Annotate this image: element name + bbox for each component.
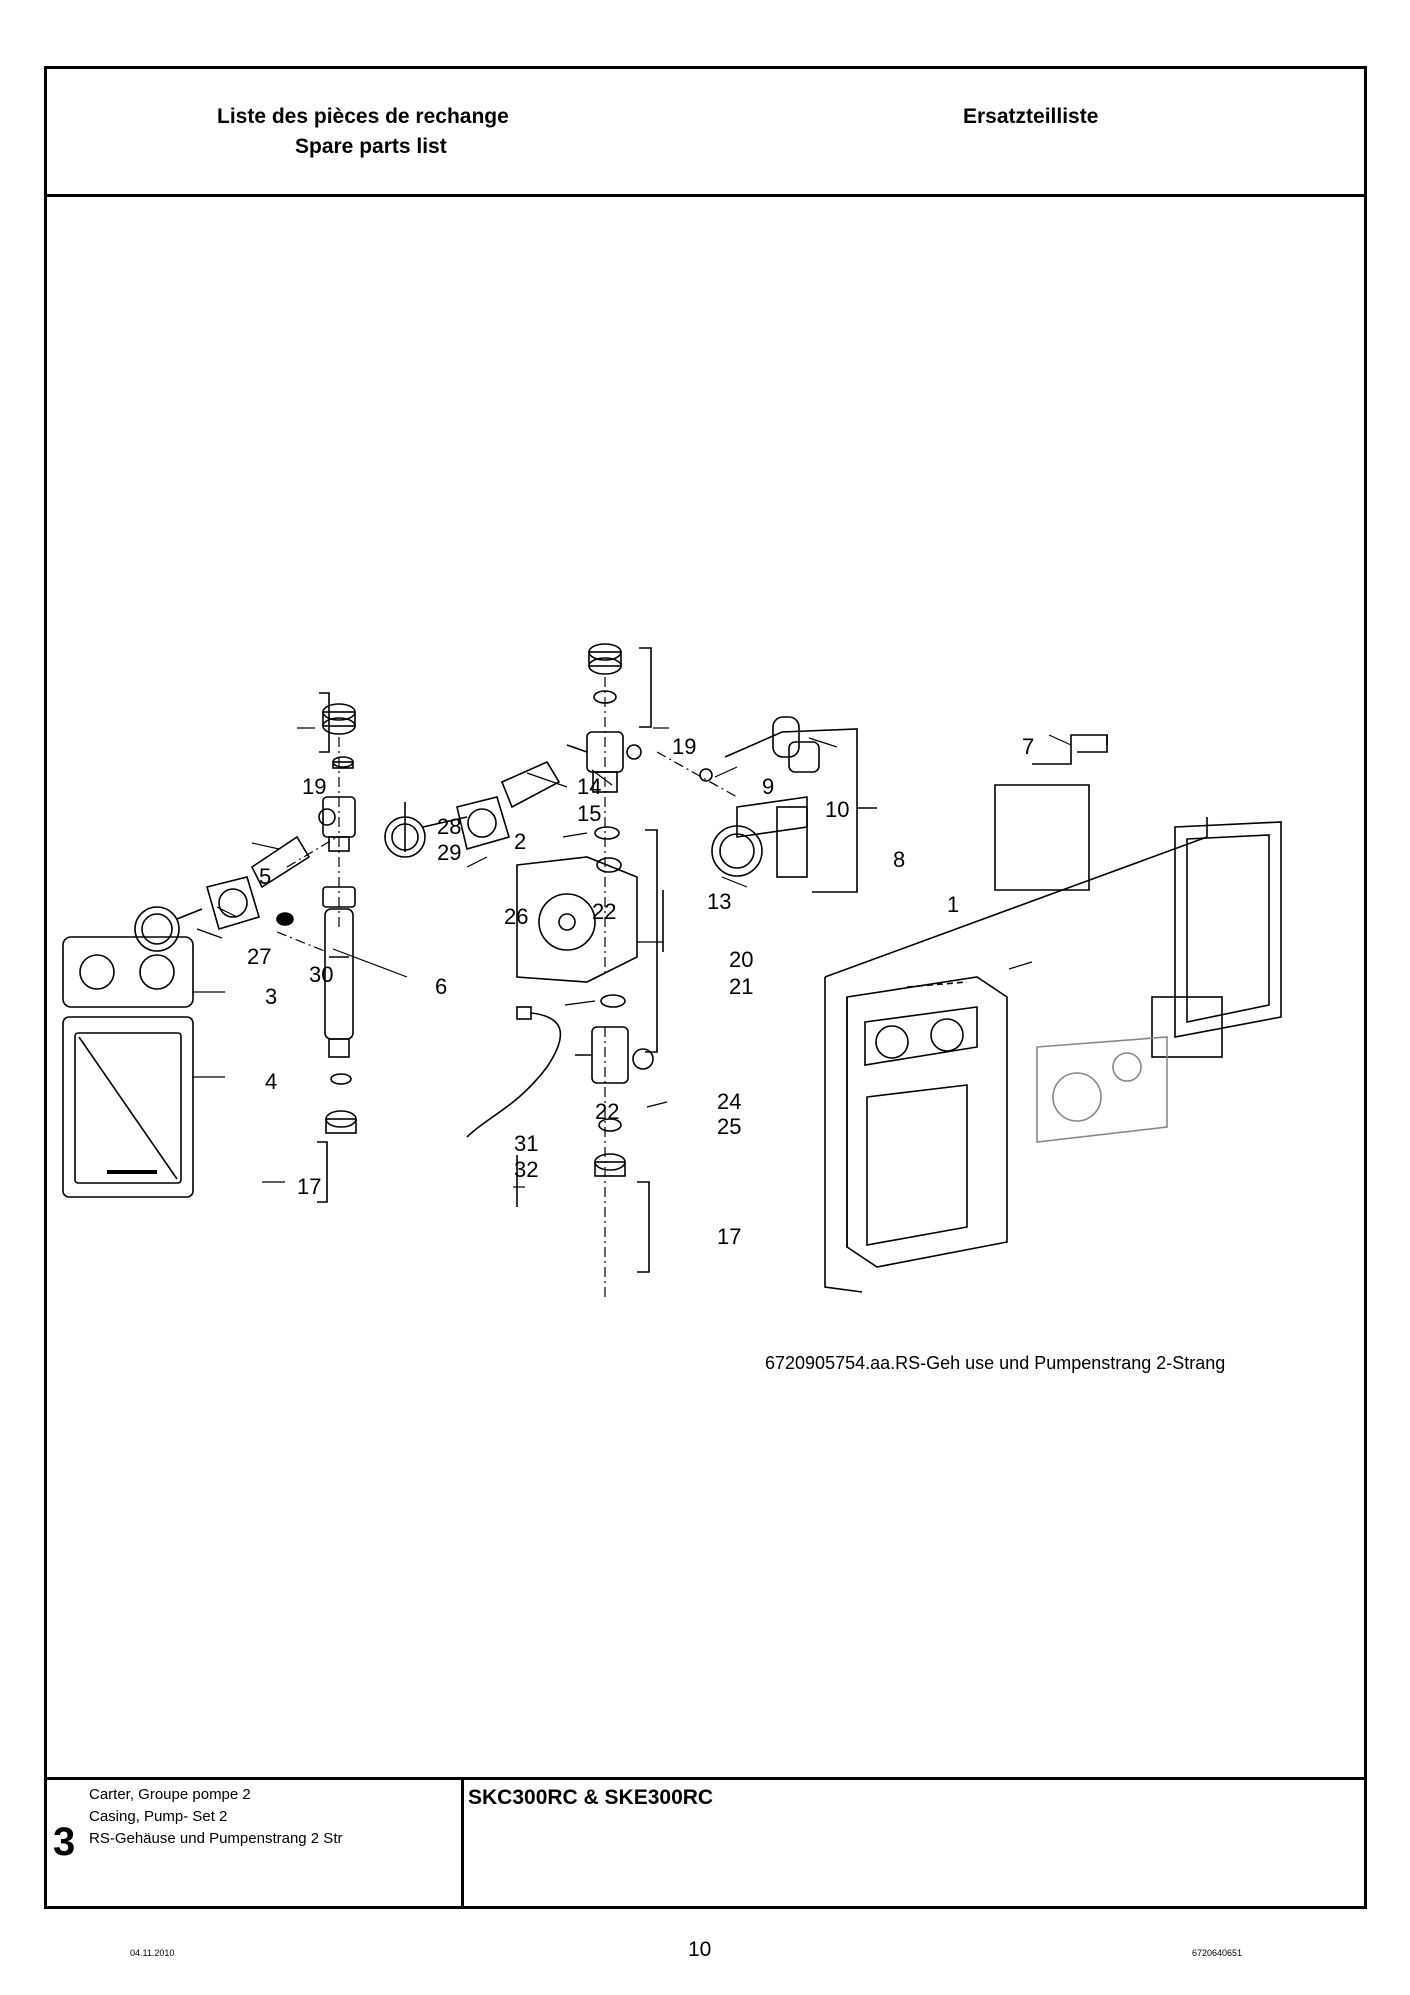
page-frame: Liste des pièces de rechange Spare parts…	[44, 66, 1367, 1909]
document-code: 6720640651	[1192, 1948, 1243, 1958]
description-english: Casing, Pump- Set 2	[89, 1808, 228, 1825]
footer-divider	[461, 1780, 464, 1906]
model-title: SKC300RC & SKE300RC	[468, 1786, 714, 1809]
callout-24: 24	[717, 1089, 741, 1114]
callout-20: 20	[729, 947, 753, 972]
callout-19-center: 19	[672, 734, 696, 759]
callout-10: 10	[825, 797, 849, 822]
callout-7: 7	[1022, 734, 1034, 759]
callout-30: 30	[309, 962, 333, 987]
exploded-view-drawing: 19 19 14 15 28 29 2 5 22 26 27 30 6 3 4 …	[47, 197, 1364, 1777]
thermometer-left-part	[134, 906, 203, 952]
exploded-view-svg: 19 19 14 15 28 29 2 5 22 26 27 30 6 3 4 …	[62, 643, 1282, 1373]
description-french: Carter, Groupe pompe 2	[89, 1786, 251, 1803]
title-french: Liste des pièces de rechange	[217, 105, 509, 128]
leader-lines	[192, 727, 1072, 1188]
callout-26: 26	[504, 904, 528, 929]
center-column-parts	[466, 643, 654, 1177]
axis-lines	[276, 677, 738, 1297]
front-cover-part	[62, 1016, 194, 1198]
callout-28: 28	[437, 814, 461, 839]
left-column-parts	[276, 703, 357, 1134]
callout-17-center: 17	[717, 1224, 741, 1249]
callout-1: 1	[947, 892, 959, 917]
callout-31: 31	[514, 1131, 538, 1156]
callout-22-upper: 22	[592, 899, 616, 924]
insulation-right-part	[456, 760, 561, 850]
description-german: RS-Gehäuse und Pumpenstrang 2 Str	[89, 1830, 343, 1847]
callout-2: 2	[514, 829, 526, 854]
callout-4: 4	[265, 1069, 277, 1094]
callout-17-left: 17	[297, 1174, 321, 1199]
wall-bracket-part	[994, 734, 1108, 891]
callout-27: 27	[247, 944, 271, 969]
callout-5: 5	[259, 864, 271, 889]
callout-21: 21	[729, 974, 753, 999]
callout-22-lower: 22	[595, 1099, 619, 1124]
insulation-left-part	[206, 835, 311, 930]
cover-plate-part	[62, 936, 194, 1008]
casing-assembly-part	[824, 817, 1282, 1293]
title-english: Spare parts list	[295, 135, 447, 158]
footer: 3 Carter, Groupe pompe 2 Casing, Pump- S…	[47, 1777, 1364, 1906]
print-date: 04.11.2010	[130, 1948, 175, 1958]
section-number: 3	[53, 1820, 76, 1864]
callout-8: 8	[893, 847, 905, 872]
callout-6: 6	[435, 974, 447, 999]
drawing-caption: 6720905754.aa.RS-Geh use und Pumpenstran…	[765, 1353, 1225, 1373]
callout-25: 25	[717, 1114, 741, 1139]
header: Liste des pièces de rechange Spare parts…	[47, 69, 1364, 197]
callout-brackets	[317, 647, 877, 1273]
page-number: 10	[688, 1938, 712, 1961]
callout-9: 9	[762, 774, 774, 799]
callout-14: 14	[577, 774, 601, 799]
callout-15: 15	[577, 801, 601, 826]
title-german: Ersatzteilliste	[963, 105, 1099, 128]
callout-13: 13	[707, 889, 731, 914]
safety-group-parts	[699, 716, 820, 878]
callout-32: 32	[514, 1157, 538, 1182]
callout-29: 29	[437, 840, 461, 865]
callout-3: 3	[265, 984, 277, 1009]
callout-19-left: 19	[302, 774, 326, 799]
